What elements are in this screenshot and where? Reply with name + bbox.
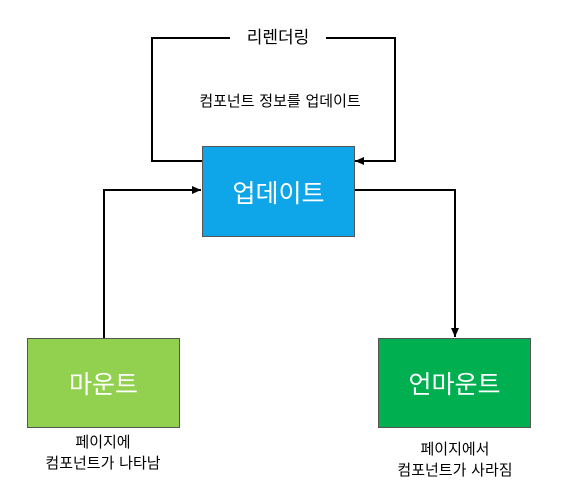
unmount-caption-line1: 페이지에서 — [420, 440, 490, 458]
mount-box: 마운트 — [27, 338, 180, 428]
mount-box-label: 마운트 — [68, 370, 138, 399]
update-box-label: 업데이트 — [232, 178, 325, 208]
mount-caption-line1: 페이지에 — [75, 433, 131, 451]
mount-caption-line2: 컴포넌트가 나타남 — [45, 454, 161, 472]
update-info-label: 컴포넌트 정보를 업데이트 — [170, 91, 390, 111]
rerender-label: 리렌더링 — [230, 27, 326, 49]
update-box: 업데이트 — [202, 146, 355, 237]
unmount-box-label: 언마운트 — [408, 370, 501, 399]
unmount-box: 언마운트 — [378, 338, 531, 428]
unmount-caption-line2: 컴포넌트가 사라짐 — [397, 461, 513, 479]
unmount-caption: 페이지에서 컴포넌트가 사라짐 — [355, 439, 555, 481]
mount-caption: 페이지에 컴포넌트가 나타남 — [3, 432, 203, 474]
mount-to-update-arrow — [103, 186, 201, 338]
update-to-unmount-arrow — [355, 189, 459, 337]
